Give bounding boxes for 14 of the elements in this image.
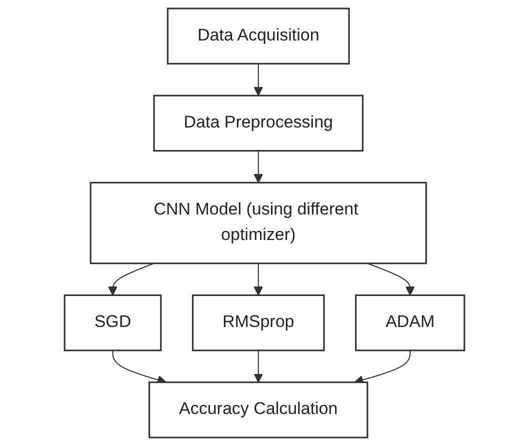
node-box: ADAM <box>355 294 466 352</box>
node-box: Data Preprocessing <box>153 94 364 152</box>
node-box: Accuracy Calculation <box>148 381 368 438</box>
node-box: Data Acquisition <box>166 8 350 65</box>
arrow <box>254 150 264 184</box>
node-box: SGD <box>64 294 162 352</box>
arrow <box>254 64 264 96</box>
node-box: CNN Model (using different optimizer) <box>90 182 427 264</box>
node-box: RMSprop <box>192 294 325 352</box>
arrow <box>354 350 411 384</box>
arrow <box>254 263 264 296</box>
arrow <box>254 350 264 383</box>
arrow <box>366 262 415 296</box>
arrow <box>108 262 154 296</box>
